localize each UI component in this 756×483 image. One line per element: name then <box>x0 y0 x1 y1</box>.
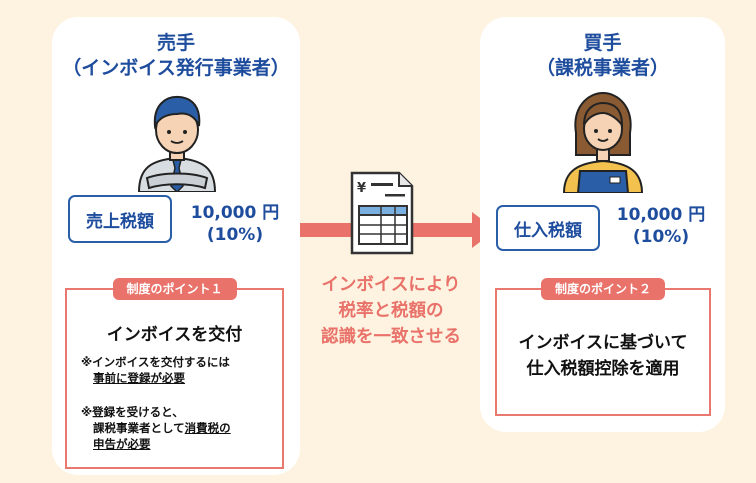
buyer-title-line1: 買手 <box>583 32 622 54</box>
buyer-point-heading-line2: 仕入税額控除を適用 <box>526 359 680 379</box>
purchase-tax-label: 仕入税額 <box>514 220 582 241</box>
seller-title: 売手 （インボイス発行事業者） <box>52 31 300 81</box>
seller-note-2-emphasis-b: 申告が必要 <box>93 437 151 451</box>
seller-note-1-line2: 事前に登録が必要 <box>81 370 274 386</box>
seller-amount-value: 10,000 円 <box>190 203 280 223</box>
seller-note-2-line3: 申告が必要 <box>81 436 274 452</box>
seller-amount: 10,000 円 (10%) <box>180 202 290 246</box>
businessman-icon <box>137 95 217 192</box>
seller-note-1: ※インボイスを交付するには 事前に登録が必要 <box>81 354 274 386</box>
buyer-rate: (10%) <box>632 227 690 247</box>
seller-title-line2: （インボイス発行事業者） <box>62 57 290 79</box>
invoice-document-icon: ¥ <box>350 171 414 255</box>
buyer-point-heading-line1: インボイスに基づいて <box>518 333 688 353</box>
center-message-line3: 認識を一致させる <box>321 327 461 347</box>
buyer-amount-value: 10,000 円 <box>616 205 706 225</box>
purchase-tax-box: 仕入税額 <box>496 205 600 251</box>
seller-point-box: 制度のポイント１ インボイスを交付 ※インボイスを交付するには 事前に登録が必要… <box>65 278 284 469</box>
seller-point-heading: インボイスを交付 <box>106 325 243 345</box>
seller-note-1-emphasis: 事前に登録が必要 <box>93 371 185 385</box>
seller-note-2-emphasis-a: 消費税の <box>184 421 231 435</box>
seller-note-1-line1: ※インボイスを交付するには <box>81 355 230 369</box>
yen-sign: ¥ <box>357 181 366 196</box>
sales-tax-label: 売上税額 <box>86 211 154 232</box>
shop-clerk-icon <box>562 91 644 193</box>
seller-note-2-line2: 課税事業者として消費税の <box>81 420 274 436</box>
center-message: インボイスにより 税率と税額の 認識を一致させる <box>300 272 482 350</box>
seller-rate: (10%) <box>206 225 264 245</box>
buyer-title-line2: （課税事業者） <box>535 57 669 79</box>
buyer-point-box: 制度のポイント２ インボイスに基づいて 仕入税額控除を適用 <box>495 278 711 416</box>
seller-title-line1: 売手 <box>156 32 195 54</box>
center-message-line1: インボイスにより <box>321 275 461 295</box>
seller-note-2: ※登録を受けると、 課税事業者として消費税の 申告が必要 <box>81 404 274 452</box>
seller-point-label: 制度のポイント１ <box>112 278 237 300</box>
center-message-line2: 税率と税額の <box>338 301 444 321</box>
buyer-point-label: 制度のポイント２ <box>540 278 666 300</box>
buyer-point-heading: インボイスに基づいて 仕入税額控除を適用 <box>497 330 709 382</box>
buyer-amount: 10,000 円 (10%) <box>606 204 716 248</box>
buyer-title: 買手 （課税事業者） <box>480 31 725 81</box>
seller-note-2-line1: ※登録を受けると、 <box>81 405 184 419</box>
seller-note-2-text: 課税事業者として <box>93 421 185 435</box>
sales-tax-box: 売上税額 <box>68 195 172 243</box>
